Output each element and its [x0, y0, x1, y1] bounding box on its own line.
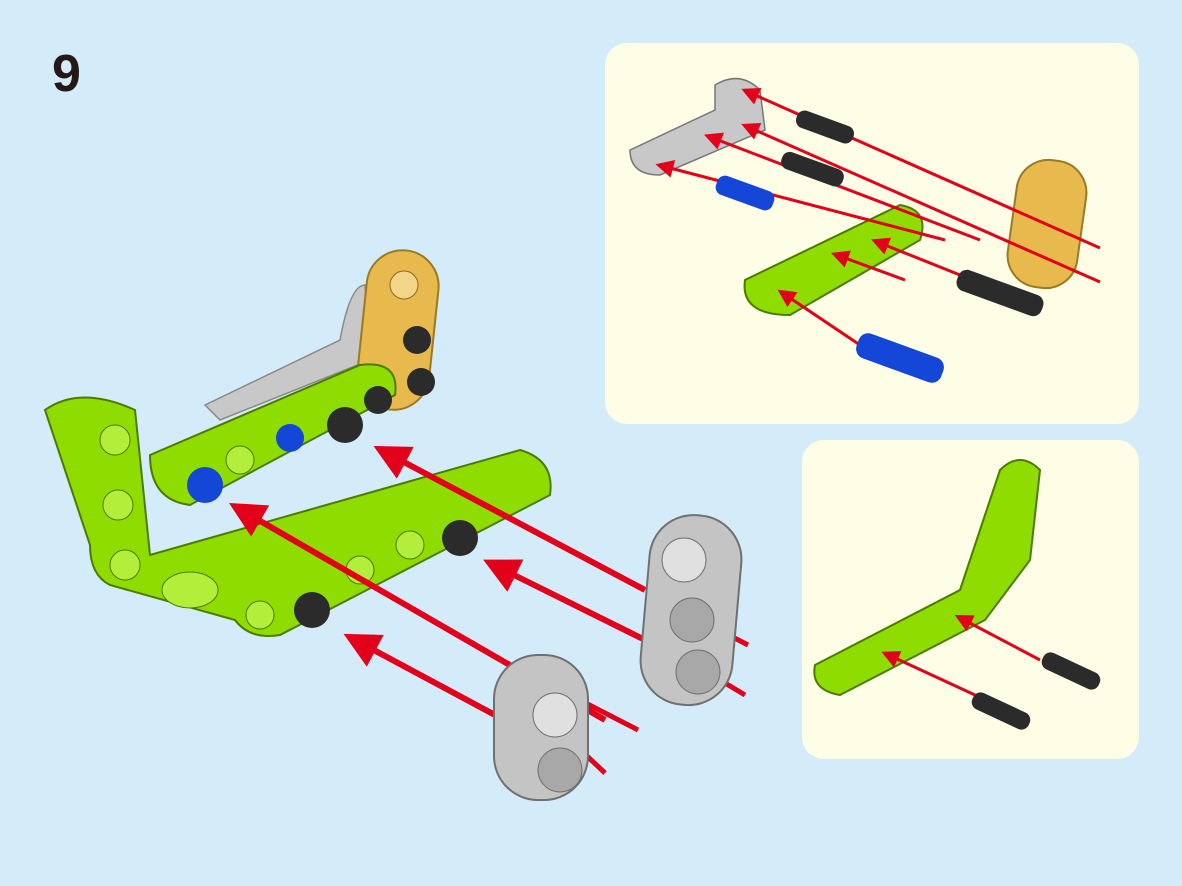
liftarm-slot: [161, 571, 219, 609]
callout-bottom-parts: [813, 459, 1101, 730]
pin-black-end: [442, 520, 478, 556]
axle-hole: [661, 537, 707, 583]
step-number: 9: [52, 45, 81, 103]
liftarm-hole: [389, 270, 419, 300]
pin-black: [956, 269, 1044, 317]
liftarm-hole: [395, 530, 425, 560]
axle-hole: [532, 692, 578, 738]
pin-black-end: [294, 592, 330, 628]
main-model: [43, 249, 552, 637]
pin-black-end: [407, 368, 435, 396]
arrow-red: [343, 633, 497, 718]
liftarm-hole: [99, 424, 131, 456]
pin-blue: [856, 333, 944, 383]
pin-blue-end: [276, 424, 304, 452]
connector-gray-main: [493, 514, 743, 801]
pin-black: [1041, 652, 1101, 690]
liftarm-hole: [102, 489, 134, 521]
pin-black-end: [364, 386, 392, 414]
pin-blue: [715, 175, 775, 211]
arrow-red: [871, 237, 961, 277]
callout-top-parts: [629, 77, 1101, 383]
arrow-red: [655, 160, 946, 242]
pin-hole: [537, 747, 583, 793]
pin-black-end: [327, 407, 363, 443]
pin-hole: [669, 597, 715, 643]
liftarm-hole: [245, 600, 275, 630]
arrow-red: [881, 651, 976, 697]
liftarm-gray-callout: [629, 77, 766, 176]
liftarm-lime-callout: [743, 203, 924, 317]
pin-black-end: [403, 326, 431, 354]
pin-blue-end: [187, 467, 223, 503]
arrow-red: [830, 250, 906, 282]
liftarm-lime-bent: [813, 459, 1042, 697]
pin-black: [971, 692, 1031, 730]
pin-black: [795, 110, 855, 144]
arrow-red: [373, 445, 647, 593]
pin-hole: [675, 649, 721, 695]
arrow-red: [483, 559, 647, 643]
arrow-red: [777, 289, 861, 347]
callout-bottom-arrows: [881, 614, 1041, 697]
liftarm-hole: [225, 445, 255, 475]
liftarm-hole: [109, 549, 141, 581]
pin-black: [781, 151, 844, 187]
arrow-red: [703, 132, 981, 242]
arrow-red: [954, 614, 1041, 662]
arrow-red: [741, 122, 1101, 284]
